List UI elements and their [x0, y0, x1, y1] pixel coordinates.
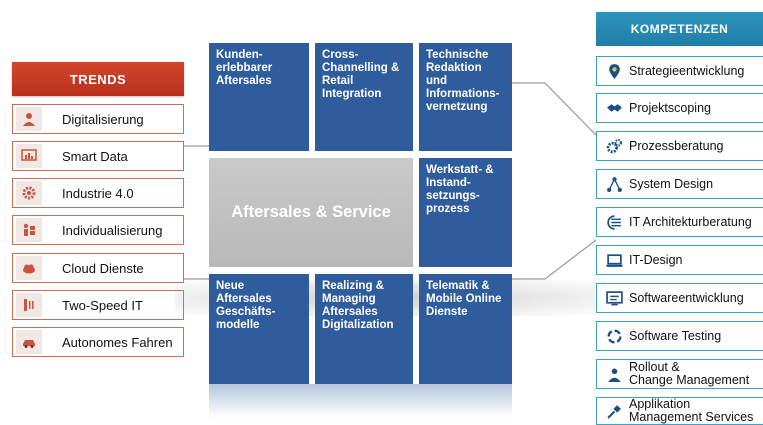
- monitor-chart-icon: [16, 144, 42, 168]
- komp-item-software-testing: Software Testing: [596, 321, 763, 351]
- trend-item-two-speed-it: Two-Speed IT: [12, 290, 184, 320]
- komp-item-system-design: System Design: [596, 169, 763, 199]
- komp-label: Rollout & Change Management: [629, 360, 750, 387]
- komp-item-softwareentwicklung: Softwareentwicklung: [596, 283, 763, 313]
- komp-item-projektscoping: Projektscoping: [596, 93, 763, 123]
- komp-item-rollout: Rollout & Change Management: [596, 359, 763, 389]
- laptop-icon: [605, 251, 623, 269]
- location-pin-icon: [605, 62, 623, 80]
- trend-label: Two-Speed IT: [62, 297, 143, 313]
- tile-telematik: Telematik & Mobile Online Dienste: [419, 274, 512, 384]
- trend-label: Smart Data: [62, 148, 128, 164]
- kompetenzen-connector-lower: [512, 239, 597, 280]
- komp-label: Prozessberatung: [629, 138, 724, 153]
- trend-item-industrie: Industrie 4.0: [12, 178, 184, 208]
- person-puzzle-icon: [16, 218, 42, 242]
- trend-item-digitalisierung: Digitalisierung: [12, 104, 184, 134]
- tile-reflection: [209, 384, 512, 418]
- tile-cross-channelling: Cross- Channelling & Retail Integration: [315, 43, 413, 151]
- tile-technische-redaktion: Technische Redaktion und Informations- v…: [419, 43, 512, 151]
- car-icon: [16, 330, 42, 354]
- trend-label: Industrie 4.0: [62, 185, 134, 201]
- trends-header: TRENDS: [12, 62, 184, 96]
- komp-label: Software Testing: [629, 328, 722, 343]
- people-icon: [16, 107, 42, 131]
- trend-item-autonomes-fahren: Autonomes Fahren: [12, 327, 184, 357]
- cloud-icon: [16, 256, 42, 280]
- cycle-icon: [605, 327, 623, 345]
- tile-kundenerlebbarer-aftersales: Kunden- erlebbarer Aftersales: [209, 43, 309, 151]
- speedometer-icon: [16, 293, 42, 317]
- komp-label: IT-Design: [629, 252, 683, 267]
- komp-label: Strategieentwicklung: [629, 63, 745, 78]
- trend-item-individualisierung: Individualisierung: [12, 215, 184, 245]
- tile-werkstatt-prozess: Werkstatt- & Instand- setzungs- prozess: [419, 158, 512, 267]
- komp-item-strategieentwicklung: Strategieentwicklung: [596, 56, 763, 86]
- trend-label: Digitalisierung: [62, 111, 144, 127]
- komp-item-prozessberatung: Prozessberatung: [596, 131, 763, 161]
- code-monitor-icon: [605, 289, 623, 307]
- kompetenzen-header: KOMPETENZEN: [596, 12, 763, 46]
- komp-item-it-architekturberatung: IT Architekturberatung: [596, 207, 763, 237]
- trend-label: Cloud Dienste: [62, 260, 144, 276]
- center-title-block: Aftersales & Service: [209, 158, 413, 267]
- komp-label: Applikation Management Services: [629, 397, 754, 424]
- gear-icon: [16, 181, 42, 205]
- tile-realizing-managing: Realizing & Managing Aftersales Digitali…: [315, 274, 413, 384]
- komp-label: Projektscoping: [629, 100, 711, 115]
- kompetenzen-connector-upper: [512, 82, 597, 136]
- team-icon: [605, 365, 623, 383]
- handshake-icon: [605, 99, 623, 117]
- komp-label: System Design: [629, 176, 714, 191]
- trend-label: Individualisierung: [62, 222, 163, 238]
- network-icon: [605, 175, 623, 193]
- gears-icon: [605, 137, 623, 155]
- komp-label: Softwareentwicklung: [629, 290, 744, 305]
- tile-neue-geschaeftsmodelle: Neue Aftersales Geschäfts- modelle: [209, 274, 309, 384]
- satellite-icon: [605, 402, 623, 420]
- architecture-icon: [605, 213, 623, 231]
- trend-label: Autonomes Fahren: [62, 334, 173, 350]
- komp-item-it-design: IT-Design: [596, 245, 763, 275]
- trend-item-smart-data: Smart Data: [12, 141, 184, 171]
- komp-label: IT Architekturberatung: [629, 214, 752, 229]
- komp-item-applikation: Applikation Management Services: [596, 397, 763, 425]
- trend-item-cloud-dienste: Cloud Dienste: [12, 253, 184, 283]
